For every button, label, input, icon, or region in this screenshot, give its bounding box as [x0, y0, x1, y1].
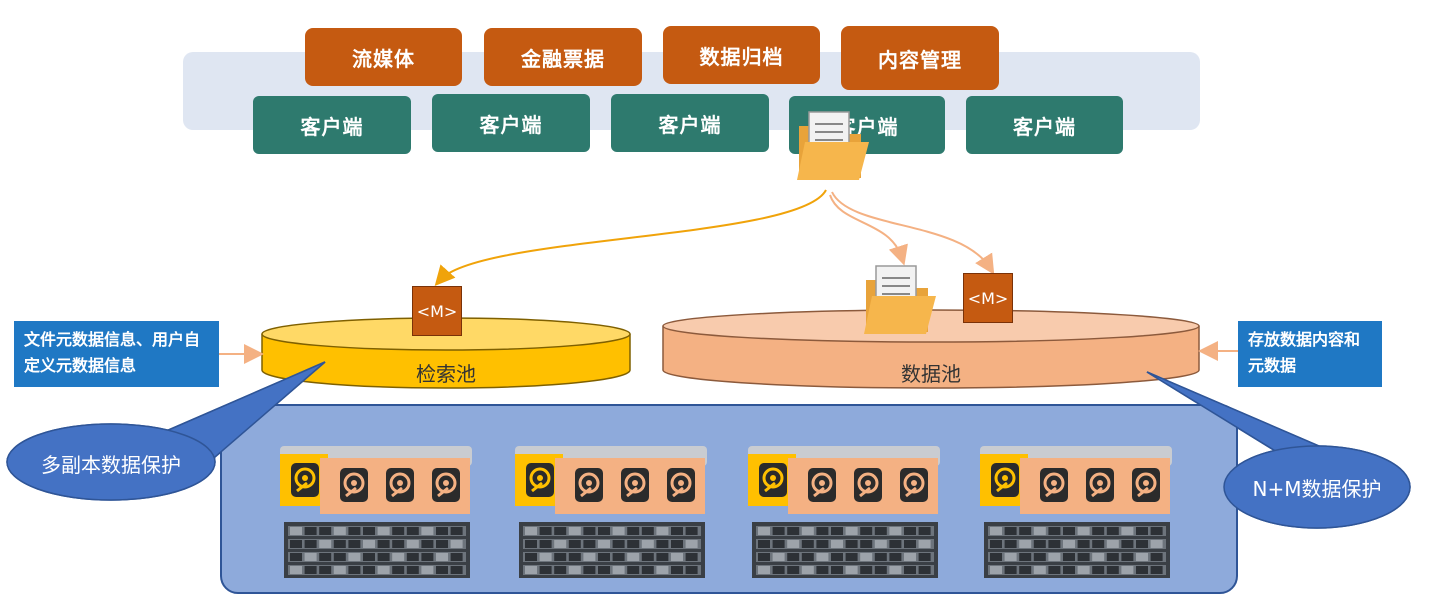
app-financial-bills: 金融票据 [484, 28, 642, 86]
document-folder-icon [797, 111, 869, 180]
client-1: 客户端 [253, 96, 411, 154]
right-bubble-text: N+M数据保护 [1252, 476, 1382, 501]
arrow-to-data-file [829, 194, 908, 266]
app-data-archive: 数据归档 [663, 26, 820, 84]
left-info-text: 文件元数据信息、用户自定义元数据信息 [24, 330, 201, 375]
storage-node [980, 446, 1176, 578]
storage-node [280, 446, 476, 578]
document-folder-icon [864, 265, 936, 334]
right-info-text: 存放数据内容和元数据 [1248, 330, 1361, 375]
server-rack-icon [748, 446, 940, 578]
index-meta-tag: <M> [412, 286, 462, 336]
data-meta-tag: <M> [963, 273, 1013, 323]
left-info-box: 文件元数据信息、用户自定义元数据信息 [14, 321, 219, 387]
data-pool-label: 数据池 [901, 362, 961, 386]
server-rack-icon [980, 446, 1172, 578]
server-rack-icon [280, 446, 472, 578]
left-bubble-text: 多副本数据保护 [41, 452, 181, 477]
app-streaming: 流媒体 [305, 28, 462, 86]
client-2: 客户端 [432, 94, 590, 152]
arrow-to-data-meta [831, 191, 995, 275]
index-pool-label: 检索池 [416, 362, 476, 386]
right-info-box: 存放数据内容和元数据 [1238, 321, 1382, 387]
arrow-to-index-pool [434, 189, 827, 286]
storage-node [748, 446, 944, 578]
storage-node [515, 446, 711, 578]
client-5: 客户端 [966, 96, 1123, 154]
app-content-management: 内容管理 [841, 26, 999, 90]
client-3: 客户端 [611, 94, 769, 152]
data-pool [662, 309, 1200, 389]
server-rack-icon [515, 446, 707, 578]
